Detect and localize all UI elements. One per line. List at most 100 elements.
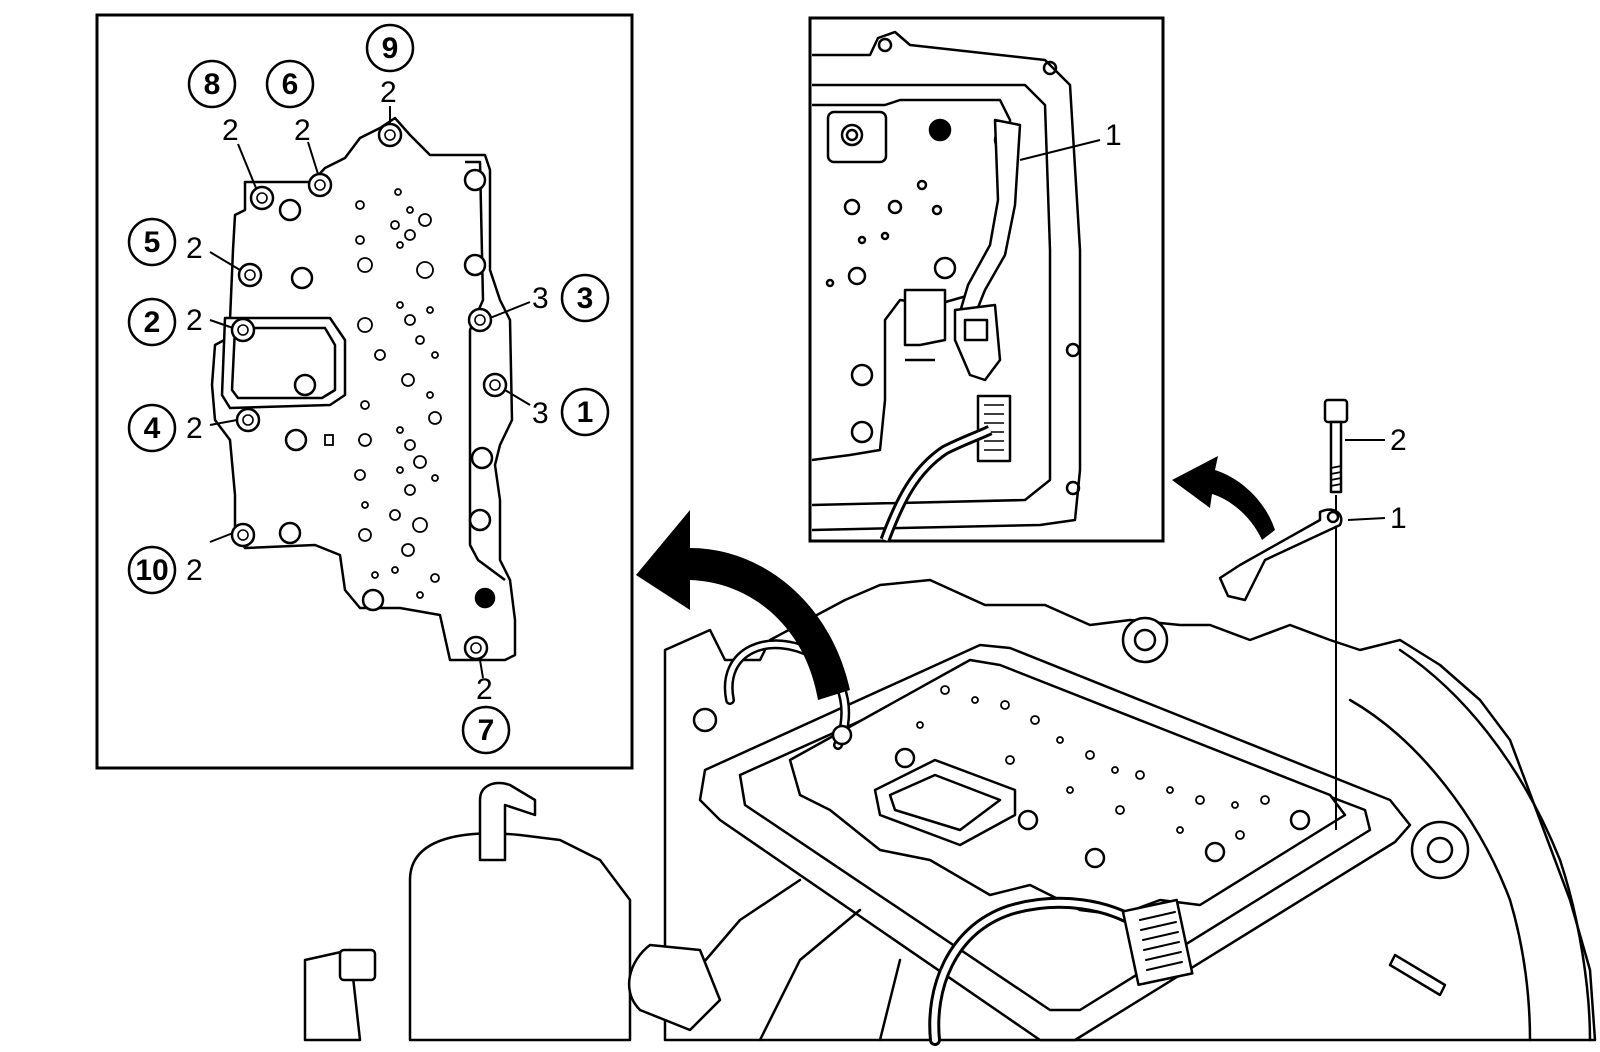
part-label-seq-2: 2: [186, 304, 203, 337]
sequence-circle: [127, 217, 177, 267]
bolt-inner-rings: [237, 129, 501, 654]
tank-body: [408, 832, 632, 1042]
sequence-circle: [560, 387, 610, 437]
inset-bolt: [850, 363, 874, 387]
bolt-head: [1084, 847, 1106, 869]
sequence-number: 2: [144, 306, 161, 339]
bolt-head: [831, 724, 853, 746]
top-boss: [1121, 616, 1169, 664]
top-boss-hole: [1133, 628, 1157, 652]
bolt-threads: [1330, 465, 1342, 487]
bolt-seq-6: [307, 172, 333, 198]
solenoid-housing: [873, 758, 1017, 847]
inset-leader-1: [1019, 139, 1101, 161]
inset-connector-latch: [963, 318, 989, 342]
sequence-circle: [187, 59, 237, 109]
solenoid-housing-inner: [888, 773, 1002, 832]
gasket-inner-outline: [811, 83, 1052, 507]
main-view-plate-holes: [916, 685, 1270, 840]
sequence-circle: [265, 59, 315, 109]
harness-bracket: [1218, 508, 1343, 602]
bracket-hole: [1326, 510, 1340, 524]
exploded-leaders: [1345, 439, 1386, 521]
bolt-extra: [278, 521, 302, 545]
sequence-number: 8: [204, 68, 221, 101]
bolt-extra: [470, 446, 494, 470]
sequence-circle: [365, 23, 415, 73]
part-label-seq-6: 2: [294, 114, 311, 147]
bolt-seq-4: [235, 407, 261, 433]
sequence-number: 5: [144, 226, 161, 259]
right-boss-hole: [1426, 836, 1454, 864]
sequence-number: 1: [577, 396, 594, 429]
inset-bolt: [850, 420, 874, 444]
bolt-extra: [293, 373, 317, 397]
right-housing-rib: [1348, 698, 1532, 1042]
bolt-seq-10: [230, 522, 256, 548]
left-inset-leaders: [209, 106, 531, 679]
part-label-seq-1: 3: [532, 397, 549, 430]
bolt-seq-5: [237, 262, 263, 288]
part-label-seq-10: 2: [186, 554, 203, 587]
sequence-circle: [127, 403, 177, 453]
sequence-circle: [127, 297, 177, 347]
part-label-seq-7: 2: [476, 673, 493, 706]
bolt-shank: [1329, 420, 1343, 494]
bolt-extra: [468, 508, 492, 532]
bolt-seq-2: [230, 317, 256, 343]
sequence-callout-9: 9: [365, 23, 415, 73]
right-boss: [1410, 820, 1470, 880]
sequence-circle: [560, 273, 610, 323]
inset-bolt: [933, 256, 957, 280]
sequence-number: 9: [382, 32, 399, 65]
left-inset-holes: [324, 188, 442, 599]
bolt-seq-8: [249, 185, 275, 211]
bolt-extra: [463, 253, 487, 277]
part-label-seq-3: 3: [532, 282, 549, 315]
sequence-callout-5: 5: [127, 217, 177, 267]
exploded-bolt-bracket: [1218, 398, 1349, 830]
sequence-callout-3: 3: [560, 273, 610, 323]
hex-nut-lower-left: [338, 948, 377, 982]
bolt-head: [692, 707, 718, 733]
bolt-extra: [361, 588, 385, 612]
bolt-head: [894, 747, 916, 769]
mounting-pad: [826, 110, 888, 164]
sequence-callout-4: 4: [127, 403, 177, 453]
sequence-number: 7: [478, 714, 495, 747]
bolt-head: [1017, 809, 1039, 831]
gasket-bolt-hole: [1065, 480, 1081, 496]
main-view-bolts: [692, 707, 1311, 869]
bolt-head: [1204, 841, 1226, 863]
bolt-head: [1289, 809, 1311, 831]
right-housing: [1398, 648, 1592, 1042]
dark-bolt: [928, 118, 952, 142]
left-inset-bolts: [230, 122, 508, 661]
bolt-label: 2: [1390, 424, 1407, 457]
sequence-callout-2: 2: [127, 297, 177, 347]
bracket-label: 1: [1390, 502, 1407, 535]
inset-part-label: 1: [1105, 119, 1122, 152]
bolt-seq-1: [482, 372, 508, 398]
curved-arrow-to-left-inset: [636, 510, 850, 700]
stud-bolt: [1388, 953, 1447, 997]
gasket-bolt-hole: [877, 37, 893, 53]
bolt-extra: [284, 428, 308, 452]
sequence-callout-8: 8: [187, 59, 237, 109]
inset-solenoid: [903, 288, 947, 347]
gasket-bolt-hole: [1042, 60, 1058, 76]
sequence-callout-10: 10: [127, 545, 177, 595]
right-inset-box: 1: [808, 16, 1165, 543]
sequence-number: 3: [577, 282, 594, 315]
bolt-extra: [290, 266, 314, 290]
bolt-dark: [474, 587, 496, 609]
part-label-seq-8: 2: [222, 114, 239, 147]
sequence-number: 4: [144, 412, 161, 445]
gasket-bolt-hole: [1065, 342, 1081, 358]
pad-bolt-inner: [845, 128, 859, 142]
part-label-seq-9: 2: [380, 76, 397, 109]
part-label-seq-4: 2: [186, 412, 203, 445]
